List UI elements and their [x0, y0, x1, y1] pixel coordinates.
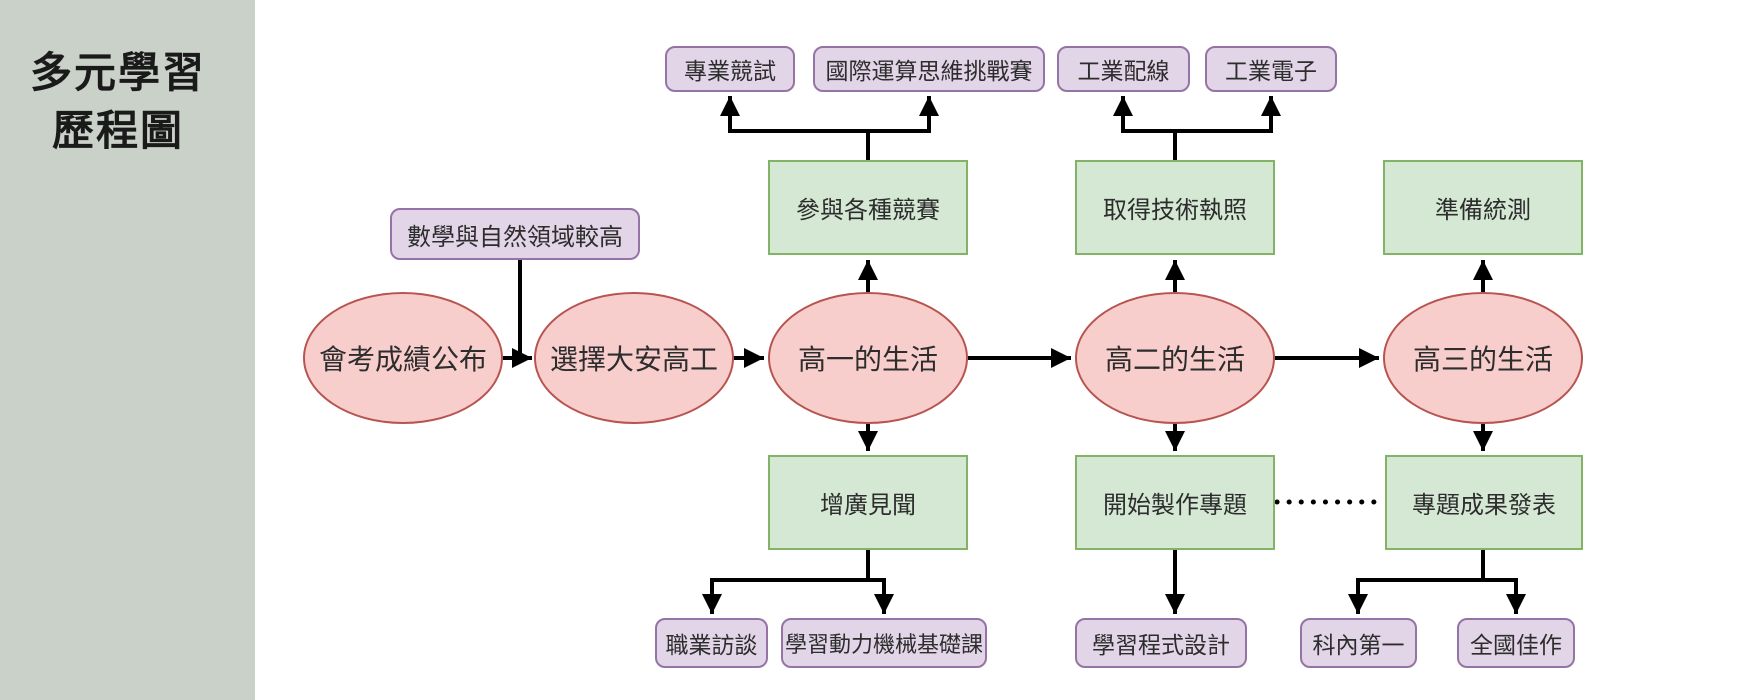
node-industrial-electronics: 工業電子 — [1205, 46, 1337, 92]
node-label: 數學與自然領域較高 — [407, 223, 623, 251]
connector-licenses-to-wiring — [1113, 96, 1177, 160]
node-choose-school: 選擇大安高工 — [534, 292, 734, 424]
node-label: 學習動力機械基礎課 — [784, 632, 983, 657]
node-project-presentation: 專題成果發表 — [1385, 455, 1583, 550]
node-label: 專業競試 — [684, 58, 776, 84]
connector-licenses-to-electronics — [1175, 96, 1281, 133]
node-label: 高三的生活 — [1412, 344, 1553, 375]
node-join-competitions: 參與各種競賽 — [768, 160, 968, 255]
node-grade1-life: 高一的生活 — [768, 292, 968, 424]
node-label: 國際運算思維挑戰賽 — [825, 58, 1033, 84]
connector-competitions-to-computing-challenge — [868, 96, 939, 133]
node-grade2-life: 高二的生活 — [1075, 292, 1275, 424]
node-label: 工業配線 — [1077, 58, 1170, 84]
connector-competitions-to-pro-contest — [720, 96, 870, 160]
node-broaden-horizons: 增廣見聞 — [768, 455, 968, 550]
node-label: 工業電子 — [1225, 58, 1317, 84]
node-dept-first: 科內第一 — [1300, 618, 1417, 668]
sidebar: 多元學習 歷程圖 — [0, 0, 255, 700]
node-start-project: 開始製作專題 — [1075, 455, 1275, 550]
node-label: 參與各種競賽 — [796, 197, 940, 224]
page-title-line1: 多元學習 — [29, 49, 206, 96]
connector-presentation-to-national-merit — [1483, 578, 1526, 614]
node-computing-challenge: 國際運算思維挑戰賽 — [813, 46, 1045, 92]
node-prepare-exam: 準備統測 — [1383, 160, 1583, 255]
node-label: 專題成果發表 — [1412, 492, 1556, 519]
node-label: 全國佳作 — [1470, 632, 1562, 658]
node-label: 選擇大安高工 — [549, 344, 718, 375]
connector-horizons-to-mechanics — [868, 578, 894, 614]
node-power-mechanics-course: 學習動力機械基礎課 — [781, 618, 987, 668]
node-math-science-note: 數學與自然領域較高 — [390, 208, 640, 260]
node-label: 準備統測 — [1435, 197, 1531, 224]
node-label: 高一的生活 — [797, 344, 938, 375]
node-label: 學習程式設計 — [1092, 632, 1230, 658]
page-title-line2: 歷程圖 — [51, 107, 184, 154]
node-career-interview: 職業訪談 — [655, 618, 768, 668]
connector-horizons-to-interview — [702, 550, 870, 614]
node-label: 高二的生活 — [1104, 344, 1245, 375]
node-label: 取得技術執照 — [1103, 197, 1247, 224]
node-get-licenses: 取得技術執照 — [1075, 160, 1275, 255]
node-exam-results: 會考成績公布 — [303, 292, 503, 424]
node-national-merit: 全國佳作 — [1457, 618, 1575, 668]
node-label: 科內第一 — [1312, 632, 1405, 658]
node-label: 會考成績公布 — [318, 344, 487, 375]
node-label: 增廣見聞 — [820, 492, 916, 519]
node-industrial-wiring: 工業配線 — [1057, 46, 1190, 92]
node-grade3-life: 高三的生活 — [1383, 292, 1583, 424]
node-learn-programming: 學習程式設計 — [1075, 618, 1247, 668]
page-title: 多元學習 歷程圖 — [0, 44, 236, 160]
node-label: 開始製作專題 — [1103, 492, 1247, 519]
node-label: 職業訪談 — [665, 632, 758, 658]
connector-presentation-to-dept-first — [1348, 550, 1485, 614]
node-pro-contest: 專業競試 — [665, 46, 795, 92]
